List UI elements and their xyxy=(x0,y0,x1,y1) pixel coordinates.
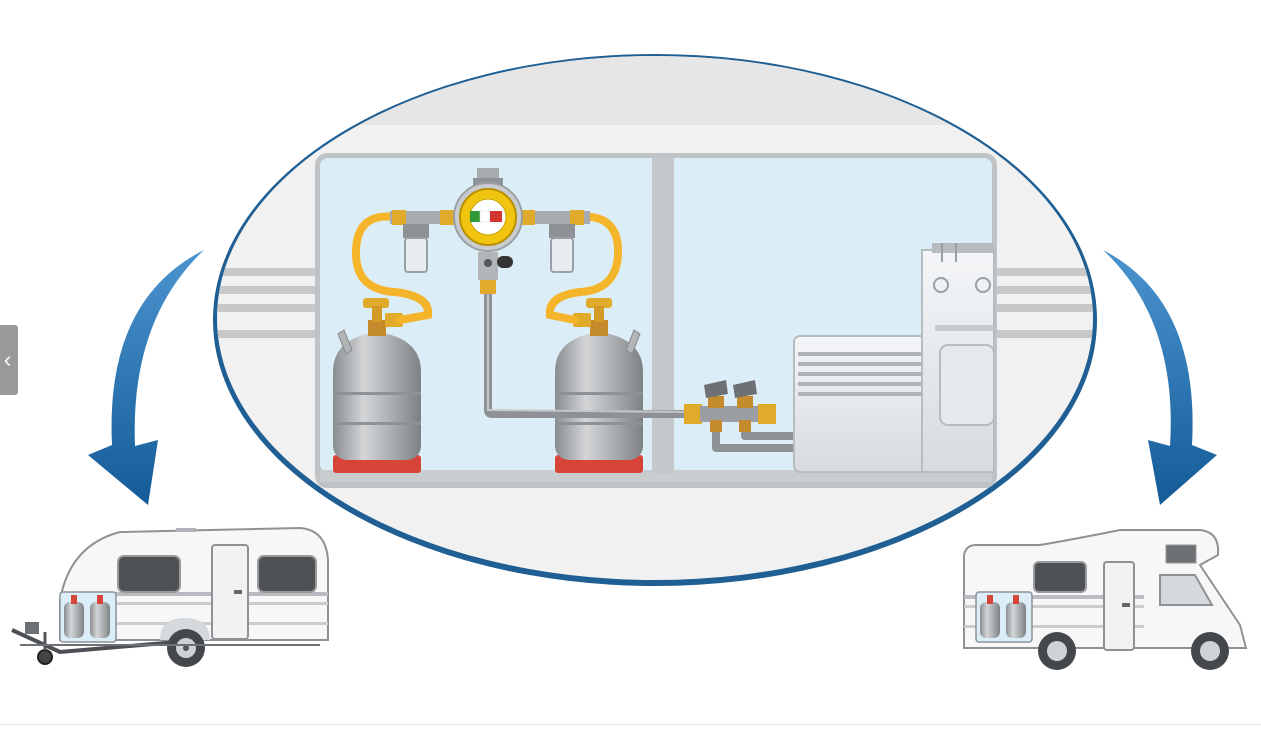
motorhome xyxy=(963,529,1248,670)
shutoff-valves xyxy=(684,380,776,432)
arrow-right-curved xyxy=(1103,250,1217,505)
gas-cylinder-left xyxy=(333,298,421,473)
chevron-left-icon: ‹ xyxy=(3,347,12,372)
pressure-regulator xyxy=(390,168,590,294)
gas-pipe-highlight xyxy=(487,294,691,413)
caravan-trailer xyxy=(11,526,329,667)
stove-appliance xyxy=(921,243,995,473)
heater-appliance xyxy=(793,335,927,473)
arrow-left-curved xyxy=(88,250,204,505)
carousel-prev-button[interactable]: ‹ xyxy=(0,325,18,395)
yellow-hoses xyxy=(351,212,623,324)
bottom-divider xyxy=(0,724,1261,725)
